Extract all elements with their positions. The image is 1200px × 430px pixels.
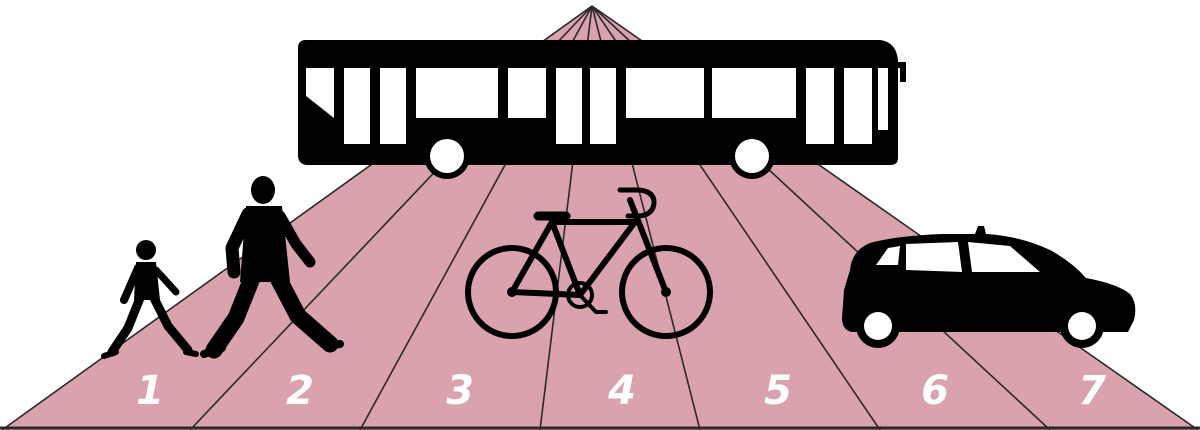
- lane-number-6: 6: [921, 368, 949, 414]
- lane-number-3: 3: [446, 368, 474, 414]
- lane-number-4: 4: [607, 368, 636, 414]
- lane-number-2: 2: [286, 368, 314, 414]
- lane-number-5: 5: [764, 368, 792, 414]
- bus-icon: [298, 40, 906, 179]
- lane-number-7: 7: [1078, 368, 1106, 414]
- lane-number-1: 1: [136, 368, 164, 414]
- car-icon: [842, 226, 1135, 348]
